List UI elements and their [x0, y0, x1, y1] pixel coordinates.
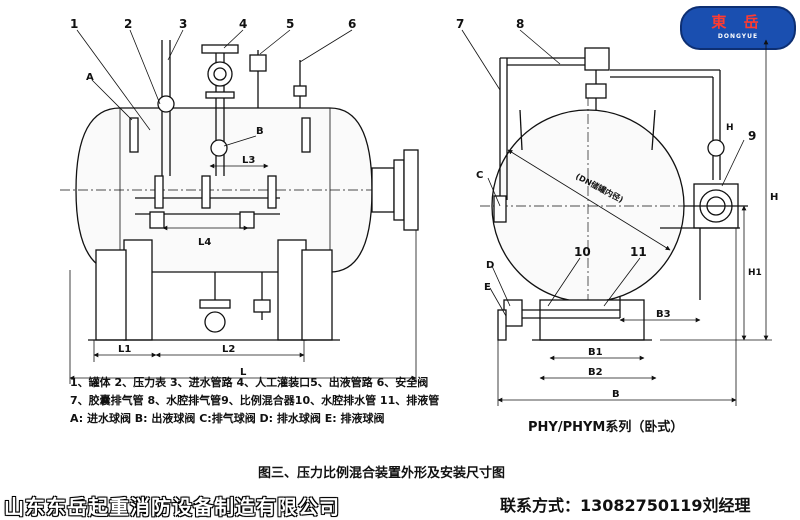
left-callout-labels: 1 2 3 4 5 6 A B L1 L2 L L3 L4 — [70, 17, 356, 378]
legend-line-2: 7、胶囊排气管 8、水腔排气管9、比例混合器10、水腔排水管 11、排液管 — [70, 394, 440, 407]
dim-h: H — [770, 192, 778, 203]
dim-l: L — [240, 367, 247, 378]
right-end-view — [480, 47, 748, 341]
dim-b3: B3 — [656, 309, 671, 320]
series-label: PHY/PHYM系列（卧式） — [528, 420, 684, 435]
callout-5: 5 — [286, 17, 294, 31]
dim-b: B — [612, 389, 620, 400]
valve-label-b: B — [256, 126, 264, 137]
legend-line-3: A: 进水球阀 B: 出液球阀 C:排气球阀 D: 排水球阀 E: 排液球阀 — [70, 412, 385, 425]
callout-3: 3 — [179, 17, 187, 31]
left-leg — [123, 239, 153, 341]
valve-label-h: H — [726, 123, 734, 133]
callout-1: 1 — [70, 17, 78, 31]
legend-line-1: 1、罐体 2、压力表 3、进水管路 4、人工灌装口5、出液管路 6、安全阀 — [70, 376, 429, 389]
dim-b2: B2 — [588, 367, 603, 378]
dim-l2: L2 — [222, 344, 235, 355]
outlet-nozzle — [371, 167, 395, 213]
callout-9: 9 — [748, 129, 756, 143]
left-elevation-view — [60, 40, 419, 341]
callout-2: 2 — [124, 17, 132, 31]
figure-caption: 图三、压力比例混合装置外形及安装尺寸图 — [258, 466, 506, 481]
callout-6: 6 — [348, 17, 356, 31]
valve-label-d: D — [486, 260, 494, 271]
valve-label-e: E — [484, 282, 491, 293]
left-dimensions — [69, 163, 417, 384]
logo-en-text: DONGYUE — [717, 33, 759, 40]
dim-h1: H1 — [748, 268, 762, 278]
company-name: 山东东岳起重消防设备制造有限公司 — [4, 495, 340, 519]
valve-label-c: C — [476, 170, 483, 181]
callout-7: 7 — [456, 17, 464, 31]
dim-l3: L3 — [242, 155, 255, 166]
dim-l1: L1 — [118, 344, 131, 355]
right-callout-leaders — [461, 29, 745, 317]
dim-b1: B1 — [588, 347, 603, 358]
footer — [0, 489, 800, 519]
callout-10: 10 — [574, 245, 591, 259]
right-leg — [277, 239, 307, 341]
left-callout-leaders — [76, 29, 353, 147]
right-dimensions — [497, 39, 772, 406]
callout-4: 4 — [239, 17, 247, 31]
callout-8: 8 — [516, 17, 524, 31]
logo-cn-text: 東 岳 — [711, 13, 765, 31]
dim-l4: L4 — [198, 237, 211, 248]
company-logo: 東 岳 DONGYUE — [680, 6, 796, 50]
contact-info: 联系方式：13082750119刘经理 — [500, 496, 751, 515]
callout-11: 11 — [630, 245, 647, 259]
valve-label-a: A — [86, 72, 94, 83]
